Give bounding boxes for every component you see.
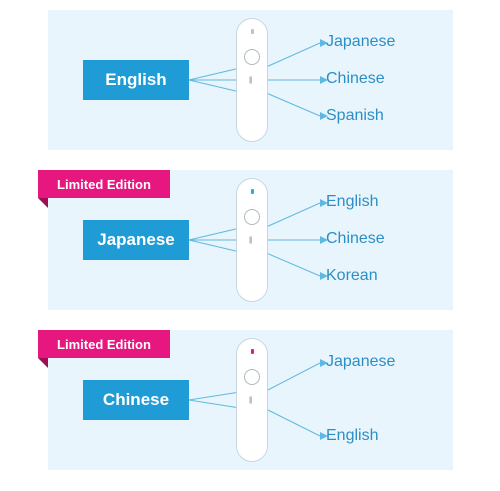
target-language: Japanese bbox=[326, 353, 396, 370]
ribbon-fold bbox=[38, 358, 48, 368]
target-language: Chinese bbox=[326, 230, 385, 247]
target-language: Korean bbox=[326, 267, 378, 284]
source-language-box: Japanese bbox=[83, 220, 189, 260]
device-button bbox=[244, 49, 260, 65]
source-language-box: Chinese bbox=[83, 380, 189, 420]
device-button bbox=[244, 209, 260, 225]
device-mic-icon: ||| bbox=[249, 77, 253, 84]
device-indicator-light bbox=[251, 189, 254, 194]
translator-device: ||| bbox=[236, 338, 268, 462]
translator-device: ||| bbox=[236, 18, 268, 142]
source-language-box: English bbox=[83, 60, 189, 100]
device-button bbox=[244, 369, 260, 385]
device-indicator-light bbox=[251, 349, 254, 354]
ribbon-fold bbox=[38, 198, 48, 208]
limited-edition-badge: Limited Edition bbox=[38, 170, 170, 198]
target-language: English bbox=[326, 427, 379, 444]
target-language: Spanish bbox=[326, 107, 384, 124]
target-language: English bbox=[326, 193, 379, 210]
limited-edition-badge: Limited Edition bbox=[38, 330, 170, 358]
device-indicator-light bbox=[251, 29, 254, 34]
target-language: Japanese bbox=[326, 33, 396, 50]
translation-panel-1: English ||| Japanese Chinese Spanish bbox=[48, 10, 453, 150]
target-language: Chinese bbox=[326, 70, 385, 87]
translator-device: ||| bbox=[236, 178, 268, 302]
device-mic-icon: ||| bbox=[249, 397, 253, 404]
device-mic-icon: ||| bbox=[249, 237, 253, 244]
